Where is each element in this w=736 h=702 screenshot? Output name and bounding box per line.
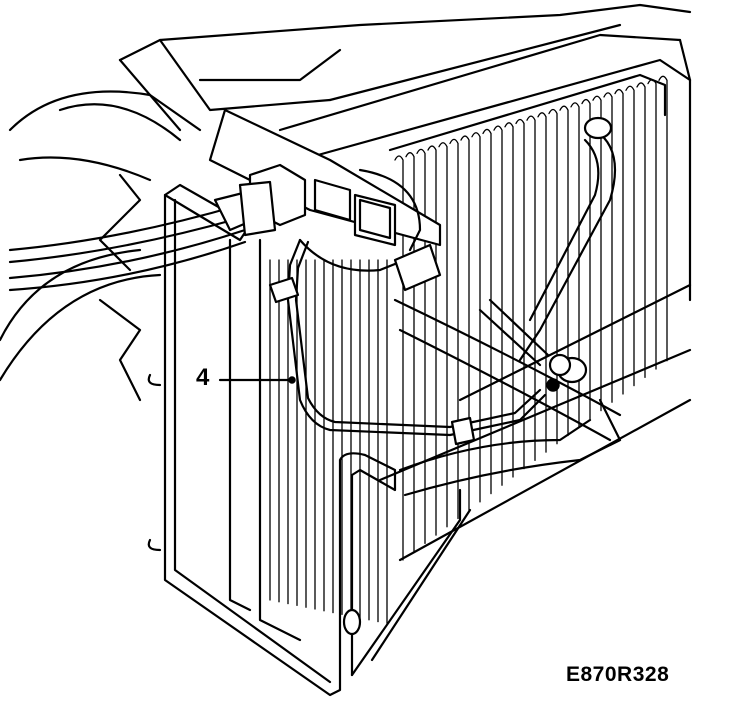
fin-line [438,142,448,528]
blower-assembly [0,90,202,402]
fin-line [460,135,470,511]
wiring-harness [8,180,277,292]
callout-leader-right [458,283,692,402]
fin-line [559,105,569,437]
fin-line [636,82,646,379]
fin-line [504,122,514,478]
fin-line [471,132,481,503]
temperature-sensor [478,298,588,392]
coolant-hose [393,116,622,497]
fin-line [515,118,525,470]
fin-line [405,152,415,553]
fin-line [537,112,547,453]
fin-line [394,155,404,561]
fin-line [493,125,503,486]
figure-reference: E870R328 [566,663,670,686]
fin-line [614,88,624,395]
callout-4-label: 4 [196,364,210,391]
fin-line [526,115,536,462]
fin-line [647,78,657,370]
fin-line [449,138,459,520]
fin-line [570,102,580,428]
fin-line [427,145,437,536]
heater-core-fins [269,75,668,625]
fin-line [658,75,668,362]
sensor-wire [268,238,547,446]
fin-line [548,108,558,445]
fin-line [625,85,635,387]
upper-housing [118,3,692,302]
fin-line [592,95,602,412]
fin-line [581,98,591,420]
mounting-bracket [147,183,472,697]
fin-line [416,148,426,545]
fin-line [603,92,613,403]
fin-line [482,128,492,495]
